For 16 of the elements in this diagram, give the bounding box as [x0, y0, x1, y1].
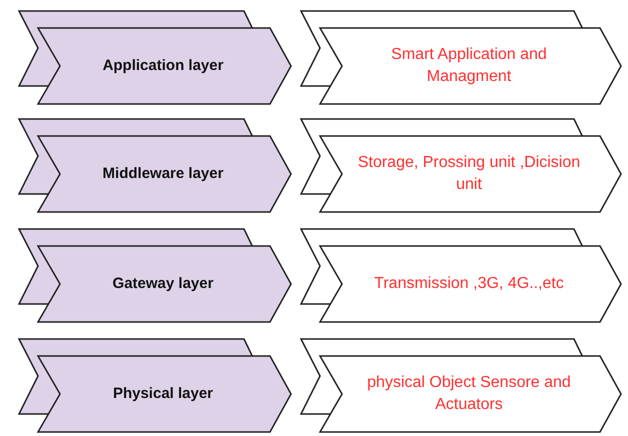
- layer-name: Physical layer: [112, 384, 214, 404]
- chevron-shape: [18, 338, 292, 433]
- layer-name: Application layer: [102, 56, 224, 76]
- layer-name: Middleware layer: [102, 164, 224, 184]
- layer-description: Transmission ,3G, 4G..,etc: [373, 274, 565, 294]
- chevron-shape: [18, 118, 292, 213]
- layer-name: Gateway layer: [112, 274, 214, 294]
- chevron-shape: [300, 118, 622, 213]
- layer-description: Storage, Prossing unit ,Dicision unit: [356, 153, 582, 195]
- chevron-shape: [300, 10, 622, 105]
- layer-description: physical Object Sensore and Actuators: [366, 373, 572, 415]
- chevron-shape: [300, 338, 622, 433]
- chevron-shape: [18, 10, 292, 105]
- layer-description: Smart Application and Managment: [390, 45, 548, 87]
- chevron-shape: [18, 228, 292, 323]
- chevron-shape: [300, 228, 622, 323]
